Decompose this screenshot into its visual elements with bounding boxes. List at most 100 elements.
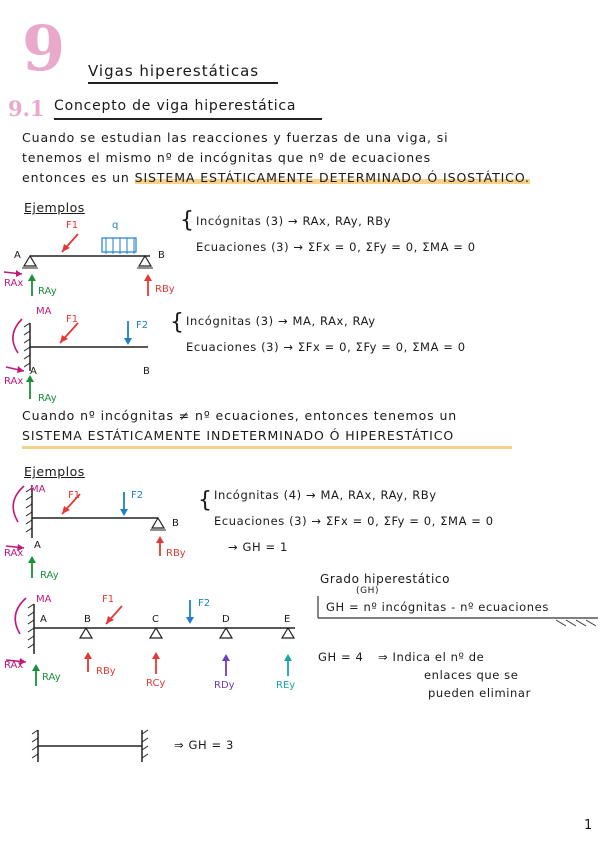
arrowhead bbox=[144, 274, 152, 281]
hatch bbox=[31, 729, 39, 735]
example-3-diagram bbox=[5, 485, 166, 578]
label-b: B bbox=[143, 366, 150, 377]
label-a: A bbox=[34, 540, 41, 551]
intro-paragraph: Cuando se estudian las reacciones y fuer… bbox=[22, 128, 592, 188]
label-ray: RAy bbox=[38, 393, 57, 404]
hatch bbox=[23, 330, 31, 336]
label-ray: RAy bbox=[38, 286, 57, 297]
label-f1: F1 bbox=[102, 594, 115, 605]
hatch bbox=[27, 611, 35, 617]
label-rey: REy bbox=[276, 680, 296, 691]
hatch bbox=[31, 745, 39, 751]
ex5-gh: ⇒ GH = 3 bbox=[174, 738, 234, 752]
ex4-note-2: enlaces que se bbox=[424, 668, 519, 682]
hatch bbox=[25, 527, 33, 533]
label-a: A bbox=[14, 250, 21, 261]
section-title: Concepto de viga hiperestática bbox=[54, 98, 297, 114]
label-f2: F2 bbox=[131, 490, 144, 501]
hatch bbox=[141, 729, 149, 735]
isostatic-highlight: SISTEMA ESTÁTICAMENTE DETERMINADO Ó ISOS… bbox=[134, 170, 530, 185]
label-f2: F2 bbox=[198, 598, 211, 609]
arrowhead bbox=[156, 536, 164, 543]
roller-support-icon bbox=[78, 626, 94, 639]
arrowhead bbox=[60, 335, 68, 343]
label-ray: RAy bbox=[40, 570, 59, 581]
arrowhead bbox=[186, 617, 194, 624]
label-rcy: RCy bbox=[146, 678, 166, 689]
ex1-incognitas: Incógnitas (3) → RAx, RAy, RBy bbox=[196, 214, 392, 228]
hatch bbox=[141, 745, 149, 751]
label-c: C bbox=[152, 614, 159, 625]
arrowhead bbox=[62, 506, 70, 514]
label-ma: MA bbox=[30, 484, 46, 495]
hatch bbox=[555, 619, 567, 627]
label-a: A bbox=[40, 614, 47, 625]
hatch bbox=[31, 753, 39, 759]
ex4-gh: GH = 4 bbox=[318, 650, 364, 664]
page-number: 1 bbox=[584, 818, 593, 833]
arrowhead bbox=[62, 244, 70, 252]
label-b: B bbox=[84, 614, 91, 625]
roller-support-icon bbox=[150, 516, 166, 529]
label-rby: RBy bbox=[166, 548, 186, 559]
distributed-load-icon bbox=[101, 237, 137, 253]
hatch bbox=[25, 495, 33, 501]
intro-line-1: Cuando se estudian las reacciones y fuer… bbox=[22, 130, 449, 145]
roller-support-icon bbox=[218, 626, 234, 639]
intro-line-2: tenemos el mismo nº de incógnitas que nº… bbox=[22, 150, 432, 165]
hatch bbox=[23, 354, 31, 360]
label-b: B bbox=[172, 518, 179, 529]
moment-ma-arrow bbox=[12, 318, 23, 354]
grado-abbr: (GH) bbox=[356, 586, 380, 596]
arrowhead bbox=[19, 658, 26, 665]
label-rax: RAx bbox=[4, 376, 24, 387]
label-rax: RAx bbox=[4, 660, 24, 671]
grado-box bbox=[317, 596, 598, 627]
example-2-diagram bbox=[5, 318, 148, 399]
arrowhead bbox=[124, 338, 132, 345]
arrowhead bbox=[26, 375, 34, 382]
hatch bbox=[27, 627, 35, 633]
label-a: A bbox=[30, 366, 37, 377]
arrowhead bbox=[17, 366, 24, 373]
chapter-underline bbox=[88, 82, 278, 84]
ex1-ecuaciones: Ecuaciones (3) → ΣFx = 0, ΣFy = 0, ΣMA =… bbox=[196, 240, 476, 254]
hatch bbox=[23, 346, 31, 352]
ex3-ecuaciones: Ecuaciones (3) → ΣFx = 0, ΣFy = 0, ΣMA =… bbox=[214, 514, 494, 528]
label-q: q bbox=[112, 220, 119, 231]
example-5-diagram bbox=[31, 729, 149, 762]
highlight-rule bbox=[22, 446, 512, 449]
hatch bbox=[31, 737, 39, 743]
brace: { bbox=[198, 488, 213, 513]
hatch bbox=[585, 619, 597, 627]
hatch bbox=[25, 511, 33, 517]
hatch bbox=[27, 643, 35, 649]
chapter-number: 9 bbox=[22, 12, 66, 85]
roller-support-icon bbox=[137, 254, 153, 267]
hatch bbox=[27, 635, 35, 641]
arrowhead bbox=[106, 616, 114, 624]
hyper-paragraph: Cuando nº incógnitas ≠ nº ecuaciones, en… bbox=[22, 406, 592, 446]
label-e: E bbox=[284, 614, 291, 625]
label-ma: MA bbox=[36, 306, 52, 317]
arrowhead bbox=[284, 654, 292, 661]
hatch bbox=[25, 519, 33, 525]
roller-support-icon bbox=[280, 626, 296, 639]
hatch bbox=[27, 603, 35, 609]
hatch bbox=[23, 362, 31, 368]
arrowhead bbox=[28, 556, 36, 563]
brace: { bbox=[170, 310, 185, 335]
label-rax: RAx bbox=[4, 278, 24, 289]
ex2-incognitas: Incógnitas (3) → MA, RAx, RAy bbox=[186, 314, 376, 328]
label-rax: RAx bbox=[4, 548, 24, 559]
arrowhead bbox=[84, 652, 92, 659]
hatch bbox=[23, 338, 31, 344]
moment-ma-arrow bbox=[14, 597, 27, 635]
hatch bbox=[565, 619, 577, 627]
example-1-diagram bbox=[3, 233, 153, 296]
ejemplos-label: Ejemplos bbox=[24, 200, 85, 215]
label-b: B bbox=[158, 250, 165, 261]
label-rdy: RDy bbox=[214, 680, 235, 691]
label-rby: RBy bbox=[96, 666, 116, 677]
label-f1: F1 bbox=[66, 220, 79, 231]
